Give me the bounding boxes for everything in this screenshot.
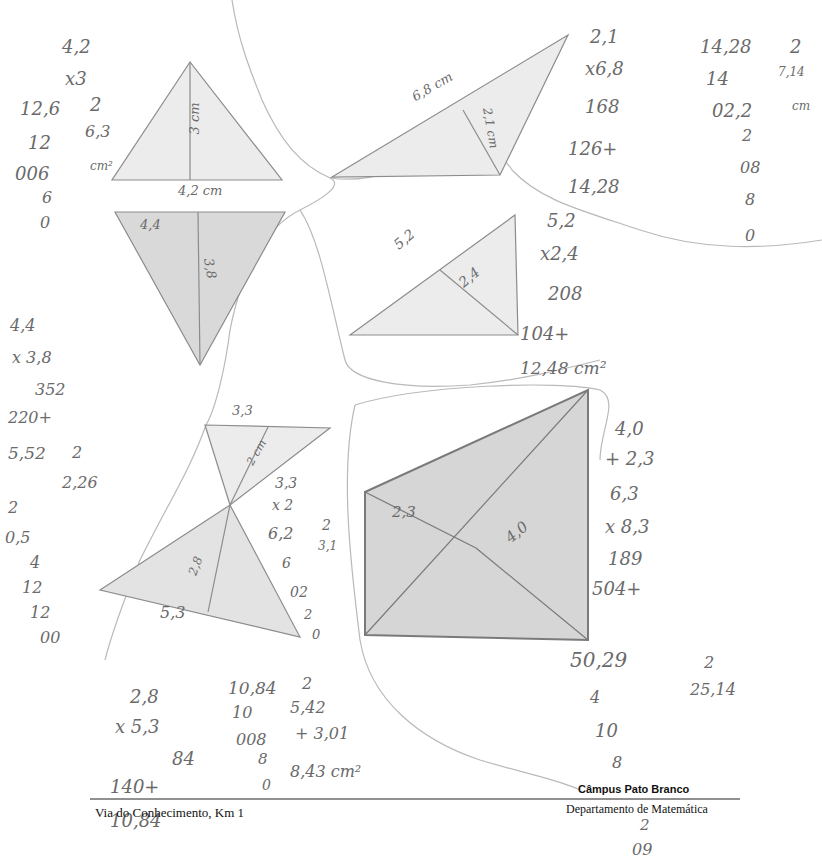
handwritten-figure: 00: [40, 630, 60, 646]
handwritten-figure: + 2,3: [605, 450, 654, 468]
footer-rule: [90, 799, 740, 800]
handwritten-figure: 6,2: [268, 526, 293, 542]
handwritten-figure: 25,14: [690, 682, 736, 698]
handwritten-figure: 0: [262, 778, 271, 792]
handwritten-figure: 3,3: [232, 404, 253, 417]
handwritten-figure: 2,1: [590, 28, 619, 46]
handwritten-figure: 14,28: [568, 178, 620, 196]
handwritten-figure: 189: [608, 550, 642, 568]
handwritten-figure: 3 cm: [188, 102, 201, 134]
handwritten-figure: 4,4: [140, 218, 161, 231]
handwritten-figure: 008: [236, 732, 267, 748]
handwritten-figure: 2: [704, 655, 714, 671]
handwritten-figure: 220+: [8, 410, 52, 426]
handwritten-figure: 12,6: [20, 100, 60, 118]
handwritten-figure: cm²: [90, 160, 113, 172]
handwritten-figure: x3: [65, 70, 87, 88]
handwritten-figure: 4: [30, 555, 40, 571]
handwritten-figure: 09: [632, 842, 652, 858]
handwritten-figure: 5,42: [290, 700, 326, 716]
footer-text: Câmpus Pato Branco: [578, 784, 689, 795]
handwritten-figure: 8: [745, 192, 755, 208]
handwritten-figure: 208: [548, 285, 582, 303]
handwritten-figure: 2: [72, 445, 82, 461]
handwritten-figure: 2: [8, 500, 18, 516]
handwritten-figure: x2,4: [540, 245, 579, 263]
handwritten-figure: 4,2: [62, 38, 91, 56]
handwritten-figure: 504+: [592, 580, 641, 598]
handwritten-figure: 6,3: [610, 485, 639, 503]
handwritten-figure: 08: [740, 160, 760, 176]
handwritten-figure: 5,3: [160, 605, 185, 621]
handwritten-figure: 4,0: [615, 420, 644, 438]
handwritten-figure: 10,84: [228, 680, 277, 697]
handwritten-figure: 10: [232, 705, 252, 721]
handwritten-figure: 5,2: [547, 212, 576, 230]
handwritten-figure: 12: [30, 605, 50, 621]
handwritten-figure: 4: [590, 690, 600, 706]
handwritten-figure: 2,3: [392, 505, 416, 520]
handwritten-figure: 0: [312, 628, 320, 641]
handwritten-figure: 2: [304, 608, 312, 621]
handwritten-figure: 2,26: [62, 475, 98, 491]
handwritten-figure: 12,48 cm²: [520, 360, 607, 377]
handwritten-figure: 6,8 cm: [410, 70, 455, 103]
footer-text: Via do Conhecimento, Km 1: [95, 806, 244, 819]
handwritten-figure: x 3,8: [12, 350, 52, 366]
handwritten-figure: 5,52: [8, 445, 46, 462]
handwritten-figure: 0: [745, 228, 755, 244]
handwritten-figure: 84: [172, 750, 195, 768]
handwritten-figure: 50,29: [570, 650, 627, 670]
handwritten-figure: 140+: [110, 778, 159, 796]
footer-text: Departamento de Matemática: [566, 803, 708, 815]
quadrilateral: [365, 390, 588, 640]
pencil-region-lines: [105, 0, 822, 790]
handwritten-figure: 352: [35, 382, 66, 398]
handwritten-figure: x6,8: [585, 60, 624, 78]
handwritten-figure: 14: [706, 70, 729, 88]
handwritten-figure: + 3,01: [295, 726, 349, 742]
handwritten-figure: 8,43 cm²: [290, 764, 361, 780]
handwritten-figure: 4,2 cm: [178, 184, 222, 197]
handwritten-figure: 12: [22, 580, 42, 596]
handwritten-figure: 2: [790, 38, 801, 56]
handwritten-figure: 12: [28, 134, 51, 152]
handwritten-figure: 2: [640, 818, 650, 833]
handwritten-figure: 2: [302, 676, 312, 692]
handwritten-figure: 2: [90, 96, 101, 114]
handwritten-figure: 3,3: [275, 476, 297, 490]
handwritten-figure: 6: [42, 190, 52, 206]
handwritten-figure: 10: [595, 722, 618, 740]
handwritten-figure: 168: [585, 98, 619, 116]
handwritten-figure: 2: [322, 518, 331, 532]
handwritten-figure: 104+: [520, 325, 569, 343]
handwritten-figure: 6: [282, 556, 291, 570]
handwritten-figure: 7,14: [778, 66, 805, 78]
handwritten-figure: 14,28: [700, 38, 752, 56]
handwritten-figure: 3,8: [202, 257, 218, 280]
handwritten-figure: 8: [258, 752, 268, 767]
handwritten-figure: 4,4: [10, 318, 35, 334]
handwritten-figure: x 8,3: [605, 518, 650, 536]
handwritten-figure: 02: [290, 585, 308, 599]
handwritten-figure: x 2: [272, 498, 293, 512]
handwritten-figure: cm: [792, 100, 810, 112]
handwritten-figure: 006: [15, 165, 49, 183]
handwritten-figure: 0,5: [5, 530, 30, 546]
handwritten-figure: 2,8: [130, 688, 159, 706]
handwritten-figure: 0: [40, 215, 50, 231]
handwritten-figure: 3,1: [318, 540, 337, 552]
handwritten-figure: 2: [742, 128, 752, 144]
handwritten-figure: 126+: [568, 140, 617, 158]
handwritten-figure: 02,2: [712, 102, 752, 120]
handwritten-figure: x 5,3: [115, 718, 160, 736]
handwritten-figure: 6,3: [85, 124, 110, 140]
handwritten-figure: 8: [612, 755, 622, 771]
handwritten-figure: 5,2: [391, 226, 417, 251]
